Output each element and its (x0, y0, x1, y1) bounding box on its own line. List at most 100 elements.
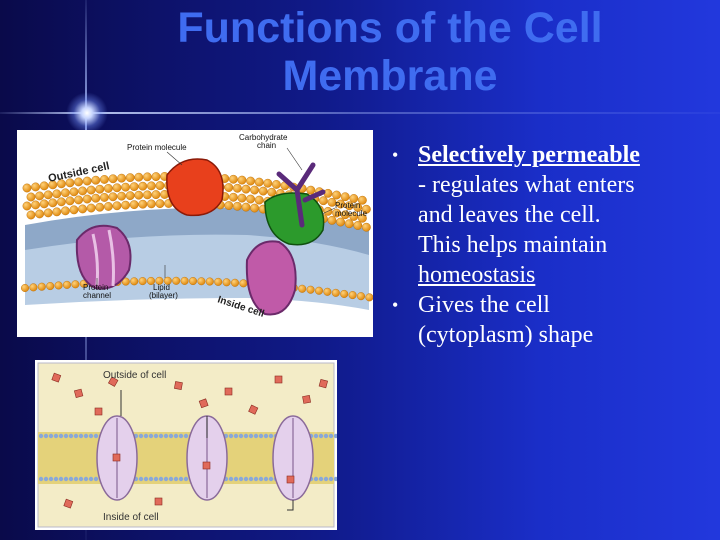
lipid-head (48, 180, 58, 190)
label-lipid-2: (bilayer) (149, 291, 178, 300)
lipid-dot (53, 476, 59, 482)
lipid-head (232, 201, 242, 211)
label-chain: chain (257, 141, 276, 150)
bullet-1: • Selectively permeable - regulates what… (392, 140, 712, 290)
lipid-head (31, 182, 41, 192)
lipid-head (151, 190, 161, 200)
lipid-head (134, 172, 144, 182)
light-flare (66, 92, 108, 134)
lipid-head (117, 191, 127, 201)
lipid-head (95, 202, 105, 212)
lipid-head (353, 203, 363, 212)
lipid-head (100, 193, 109, 202)
bullet-1-term: Selectively permeable (418, 142, 640, 168)
lipid-heads-bottom (20, 276, 374, 302)
lipid-head (78, 204, 87, 214)
lipid-head (100, 175, 109, 184)
lipid-head (91, 175, 101, 185)
lipid-head (250, 185, 260, 195)
lipid-dot (263, 433, 269, 439)
lipid-head (163, 276, 172, 285)
lipid-dot (43, 476, 49, 482)
lipid-head (349, 194, 359, 203)
lipid-dot (153, 433, 159, 439)
lipid-dot (173, 433, 179, 439)
lipid-head (146, 199, 156, 209)
lipid-head (61, 206, 70, 216)
lipid-head (155, 276, 164, 285)
label-protein-molecule-top: Protein molecule (127, 143, 187, 152)
lipid-head (86, 203, 96, 213)
lipid-head (130, 277, 139, 286)
lipid-head (39, 181, 49, 191)
lipid-head (78, 186, 87, 196)
lipid-dot (143, 476, 149, 482)
lipid-dot (148, 476, 154, 482)
label-lipid-1: Lipid (153, 283, 170, 292)
lipid-head (86, 185, 96, 195)
lipid-head (254, 195, 264, 205)
lipid-head (205, 277, 214, 286)
lipid-head (315, 286, 324, 295)
lipid-dot (78, 476, 84, 482)
lipid-dot (238, 433, 244, 439)
bullet-marker-2: • (392, 295, 399, 315)
lipid-dot (168, 476, 174, 482)
lipid-head (46, 282, 55, 291)
lipid-head (323, 287, 332, 296)
bullet-2-line-1: Gives the cell (418, 292, 550, 318)
lipid-head (82, 194, 92, 204)
lipid-head (26, 192, 36, 202)
lipid-dot (238, 476, 244, 482)
lipid-head (336, 217, 345, 227)
carbohydrate-chain-shape (276, 162, 326, 228)
lipid-head (129, 200, 139, 210)
decorative-horizontal-line (0, 112, 720, 114)
lipid-head (349, 212, 359, 221)
lipid-head (224, 183, 234, 192)
lipid-dot (88, 433, 94, 439)
lipid-dot (63, 433, 69, 439)
lipid-head (29, 283, 38, 292)
protein-molecule-red (166, 158, 224, 217)
lipid-dot (243, 433, 249, 439)
lipid-head (138, 277, 147, 286)
lipid-head (250, 203, 260, 213)
lipid-head (121, 182, 131, 192)
lipid-dot (148, 433, 154, 439)
lipid-dot (268, 433, 274, 439)
lipid-head (57, 197, 66, 207)
lipid-dot (228, 433, 234, 439)
lipid-head (108, 192, 118, 202)
lipid-head (65, 178, 75, 188)
lipid-head (108, 174, 118, 184)
molecules (51, 372, 329, 509)
lipid-head (52, 189, 62, 199)
lipid-dot (253, 476, 259, 482)
bullet-2: • Gives the cell (cytoplasm) shape (392, 290, 712, 350)
lipid-head (357, 292, 366, 301)
lipid-dot (83, 433, 89, 439)
lipid-head (142, 172, 152, 182)
lipid-head (52, 207, 62, 217)
lipid-dot (258, 476, 264, 482)
lipid-head (134, 190, 144, 200)
lipid-dot (233, 433, 239, 439)
lipid-head (31, 200, 41, 210)
lipid-head (104, 202, 113, 211)
bullet-1-line-4: This helps maintain (418, 232, 608, 258)
lipid-dot (43, 433, 49, 439)
lipid-dot (168, 433, 174, 439)
lipid-head (327, 197, 337, 207)
lipid-dot (248, 476, 254, 482)
lipid-head (43, 208, 53, 218)
lipid-dot (268, 476, 274, 482)
lipid-head (258, 186, 268, 196)
lipid-dot (258, 433, 264, 439)
lipid-dot (248, 433, 254, 439)
lipid-head (69, 187, 79, 197)
lipid-dot (48, 476, 54, 482)
protein-channels (96, 415, 314, 501)
lipid-head (332, 208, 341, 218)
lipid-head (22, 201, 32, 211)
